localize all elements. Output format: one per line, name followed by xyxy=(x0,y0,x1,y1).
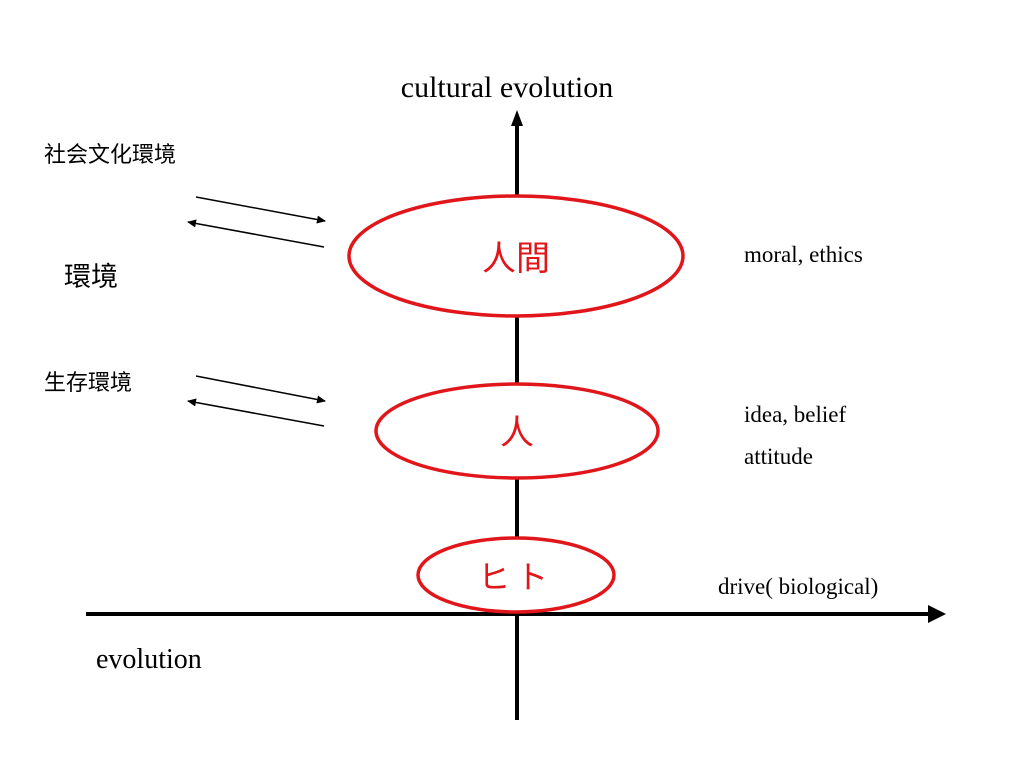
node-ningen: 人間 xyxy=(347,194,685,318)
node-ningen-ellipse xyxy=(347,194,685,318)
node-hito-ellipse xyxy=(374,382,660,480)
vertical-axis-label: cultural evolution xyxy=(401,71,613,104)
node-hito-annotation-line-1: idea, belief xyxy=(744,402,847,427)
node-hito-katakana-label: ヒト xyxy=(478,558,554,596)
node-ningen-label: 人間 xyxy=(482,239,550,279)
survival-environment-label: 生存環境 xyxy=(44,371,132,396)
person-to-survival-arrow xyxy=(187,398,325,427)
social-cultural-environment-label: 社会文化環境 xyxy=(44,143,176,168)
horizontal-axis-arrowhead xyxy=(928,605,946,623)
node-hito-katakana: ヒト xyxy=(416,536,616,614)
horizontal-axis-label: evolution xyxy=(96,644,202,675)
node-ningen-annotation: moral, ethics xyxy=(744,242,863,267)
node-hito-label: 人 xyxy=(500,413,534,453)
node-hito: 人 xyxy=(374,382,660,480)
human-to-social-arrow xyxy=(187,219,325,248)
horizontal-axis-annotation: drive( biological) xyxy=(718,574,878,599)
environment-label: 環境 xyxy=(64,262,118,293)
vertical-axis-arrowhead xyxy=(511,110,523,126)
social-to-human-arrow xyxy=(195,196,326,224)
node-hito-annotation-line-2: attitude xyxy=(744,444,813,469)
node-hito-katakana-ellipse xyxy=(416,536,616,614)
survival-to-person-arrow xyxy=(195,375,326,404)
